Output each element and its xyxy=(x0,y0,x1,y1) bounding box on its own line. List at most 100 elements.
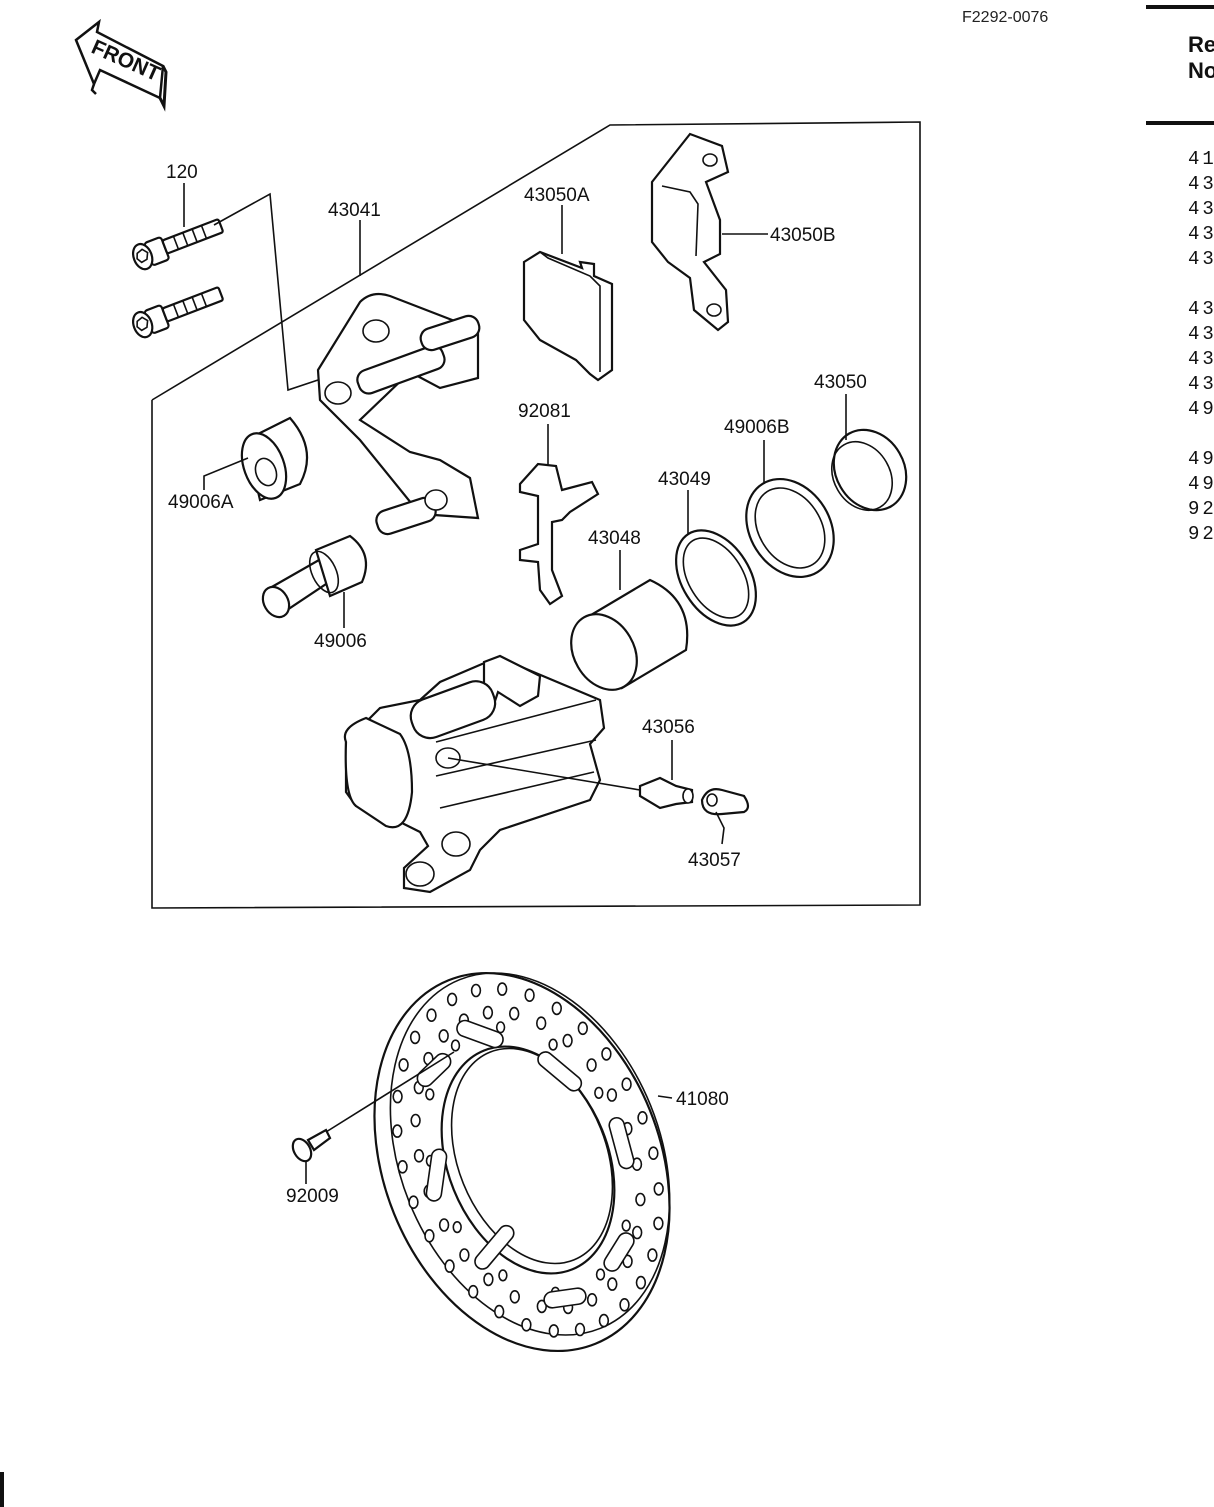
disc-vent-hole xyxy=(594,1086,604,1099)
disc-vent-hole xyxy=(444,1259,455,1273)
table-row: 43 xyxy=(1188,323,1214,345)
disc-vent-hole xyxy=(601,1047,612,1061)
piston-43048 xyxy=(570,550,689,691)
disc-vent-hole xyxy=(586,1293,598,1307)
table-row: 49 xyxy=(1188,473,1214,495)
disc-vent-hole xyxy=(392,1089,403,1104)
front-arrow-icon: FRONT xyxy=(74,18,168,112)
caliper-bracket-43041 xyxy=(316,220,481,536)
label-43050: 43050 xyxy=(814,372,867,393)
caliper-body xyxy=(343,654,641,894)
disc-vent-hole xyxy=(459,1248,470,1262)
disc-vent-hole xyxy=(548,1324,559,1338)
page-edge-mark xyxy=(0,1472,4,1507)
disc-vent-hole xyxy=(574,1322,586,1337)
boot-49006A xyxy=(203,416,309,502)
disc-vent-hole xyxy=(498,1269,508,1282)
disc-vent-hole xyxy=(397,1160,408,1174)
table-row: 41 xyxy=(1188,148,1214,170)
disc-vent-hole xyxy=(509,1290,520,1304)
disc-vent-hole xyxy=(536,1299,547,1314)
disc-vent-hole xyxy=(438,1029,449,1043)
brake-disc-41080 xyxy=(373,971,673,1353)
label-43041: 43041 xyxy=(328,200,381,221)
reference-table: Re No 41 43 43 43 43 43 43 43 43 49 49 4… xyxy=(1146,5,1214,545)
disc-vent-hole xyxy=(562,1033,573,1048)
disc-vent-hole xyxy=(494,1304,505,1319)
table-row: 92 xyxy=(1188,498,1214,520)
label-49006B: 49006B xyxy=(724,417,790,438)
disc-vent-hole xyxy=(637,1111,648,1125)
disc-vent-hole xyxy=(470,983,482,998)
disc-vent-hole xyxy=(635,1275,647,1290)
disc-vent-hole xyxy=(595,1268,606,1281)
disc-vent-hole xyxy=(606,1088,618,1102)
table-row: 43 xyxy=(1188,198,1214,220)
table-row: 49 xyxy=(1188,398,1214,420)
disc-vent-hole xyxy=(483,1272,494,1287)
disc-vent-hole xyxy=(535,1016,547,1031)
disc-vent-hole xyxy=(482,1005,494,1020)
disc-vent-hole xyxy=(438,1218,450,1232)
disc-vent-hole xyxy=(521,1318,532,1332)
disc-vent-hole xyxy=(577,1021,588,1036)
caliper-assembly-frame xyxy=(151,121,921,909)
label-43057: 43057 xyxy=(688,850,741,871)
disc-vent-hole xyxy=(647,1248,658,1262)
disc-vent-hole xyxy=(450,1039,461,1052)
disc-vent-hole xyxy=(468,1284,479,1299)
label-43050B: 43050B xyxy=(770,225,836,246)
disc-vent-hole xyxy=(653,1182,664,1196)
table-row: 43 xyxy=(1188,248,1214,270)
disc-vent-hole xyxy=(452,1220,462,1234)
disc-vent-hole xyxy=(653,1216,664,1231)
label-43050A: 43050A xyxy=(524,185,590,206)
caliper-bolt-120 xyxy=(132,183,319,392)
part-labels: 120 43041 43050A 43050B 92081 43050 4900… xyxy=(166,162,867,1207)
seal-49006B xyxy=(745,440,835,579)
disc-vent-hole xyxy=(408,1195,419,1209)
disc-vent-hole xyxy=(425,1088,435,1101)
piston-boot-43050 xyxy=(831,394,908,512)
brake-pad-43050B xyxy=(650,132,768,332)
label-41080: 41080 xyxy=(676,1089,729,1110)
disc-vent-hole xyxy=(398,1058,409,1072)
disc-vent-hole xyxy=(410,1113,421,1128)
disc-vent-hole xyxy=(524,988,535,1003)
label-92009: 92009 xyxy=(286,1186,339,1207)
disc-vent-hole xyxy=(598,1313,610,1328)
disc-vent-hole xyxy=(635,1192,646,1207)
table-header-no: No xyxy=(1188,58,1214,83)
disc-screw-92009 xyxy=(291,1051,455,1184)
slide-pin-49006 xyxy=(261,534,368,628)
brake-pad-43050A xyxy=(522,205,614,382)
table-row: 43 xyxy=(1188,223,1214,245)
disc-vent-hole xyxy=(631,1225,643,1240)
disc-vent-hole xyxy=(446,992,458,1007)
disc-vent-hole xyxy=(424,1229,435,1243)
table-row: 43 xyxy=(1188,173,1214,195)
disc-vent-hole xyxy=(426,1008,437,1023)
table-row: 43 xyxy=(1188,348,1214,370)
label-43056: 43056 xyxy=(642,717,695,738)
diagram-code: F2292-0076 xyxy=(962,9,1048,26)
disc-vent-hole xyxy=(509,1006,520,1021)
label-43049: 43049 xyxy=(658,469,711,490)
label-120: 120 xyxy=(166,162,198,183)
disc-vent-hole xyxy=(392,1124,403,1138)
piston-seal-43049 xyxy=(675,490,757,627)
disc-vent-hole xyxy=(548,1038,558,1051)
disc-vent-hole xyxy=(621,1077,632,1091)
disc-vent-hole xyxy=(497,982,508,996)
pad-spring-92081 xyxy=(518,424,600,606)
disc-vent-hole xyxy=(495,1021,506,1034)
table-row: 92 xyxy=(1188,523,1214,545)
table-row: 49 xyxy=(1188,448,1214,470)
bleed-cap-43057 xyxy=(700,788,750,845)
disc-vent-hole xyxy=(648,1146,659,1160)
label-92081: 92081 xyxy=(518,401,571,422)
disc-vent-hole xyxy=(586,1058,597,1072)
disc-vent-hole xyxy=(551,1001,562,1016)
table-row: 43 xyxy=(1188,373,1214,395)
